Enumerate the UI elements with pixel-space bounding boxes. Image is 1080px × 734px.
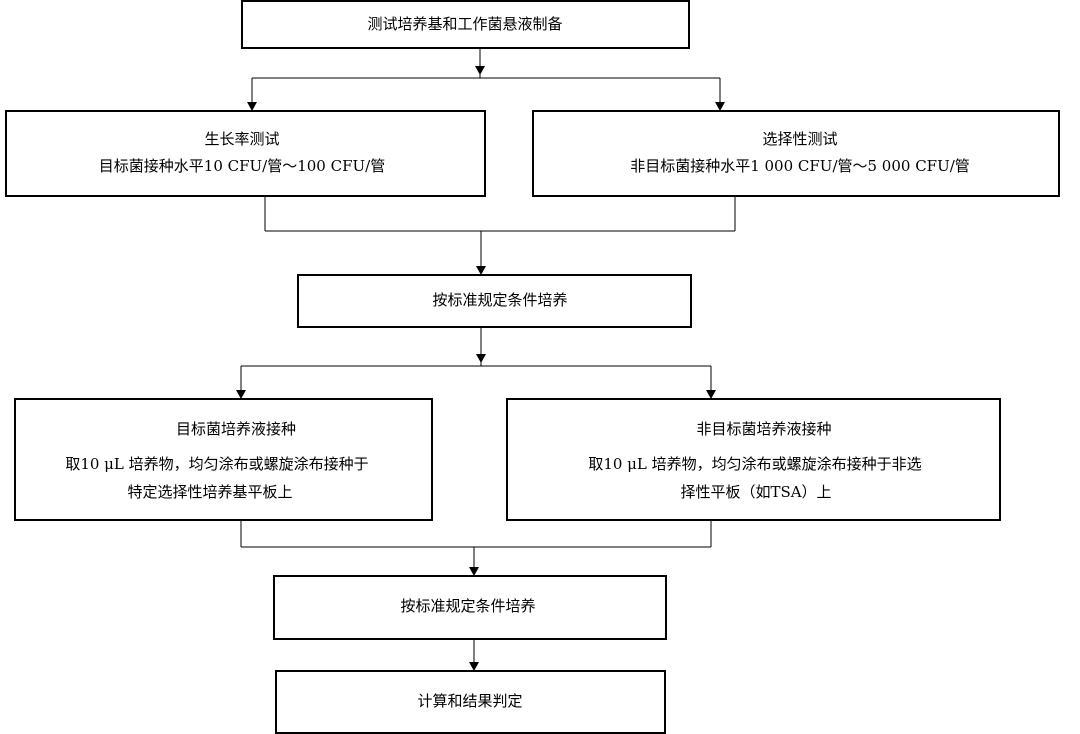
step-selectivity-title: 选择性测试 [762,130,837,148]
step-nontarget-inoculation-box [506,398,1001,521]
step-target-inoculation-box [14,398,433,521]
step-nontarget-inoculation-line2: 择性平板（如TSA）上 [680,483,831,501]
step-prepare: 测试培养基和工作菌悬液制备 [241,0,690,49]
step-incubate-1-label: 按标准规定条件培养 [432,291,567,309]
step-incubate-1: 按标准规定条件培养 [297,274,692,328]
step-incubate-2-label: 按标准规定条件培养 [400,597,535,615]
step-growth: 生长率测试 目标菌接种水平10 CFU/管～100 CFU/管 [5,110,486,197]
step-incubate-2-box [273,575,667,640]
step-target-inoculation-line1: 取10 μL 培养物，均匀涂布或螺旋涂布接种于 [65,455,368,473]
step-result-label: 计算和结果判定 [417,692,522,710]
step-nontarget-inoculation-title: 非目标菌培养液接种 [696,420,831,438]
step-incubate-1-box [297,274,692,328]
connectors [236,48,736,671]
step-growth-title: 生长率测试 [204,130,279,148]
arrow-to-selectivity [715,102,725,111]
step-nontarget-inoculation: 非目标菌培养液接种 取10 μL 培养物，均匀涂布或螺旋涂布接种于非选 择性平板… [506,398,1001,521]
step-nontarget-inoculation-line1: 取10 μL 培养物，均匀涂布或螺旋涂布接种于非选 [588,455,921,473]
arrow-incubate-1-down [476,354,486,363]
arrow-to-incubate-1 [476,266,486,275]
step-growth-box [5,110,486,197]
step-result: 计算和结果判定 [275,670,666,734]
arrow-to-growth [247,102,257,111]
step-incubate-2: 按标准规定条件培养 [273,575,667,640]
step-selectivity: 选择性测试 非目标菌接种水平1 000 CFU/管～5 000 CFU/管 [532,110,1060,197]
step-selectivity-detail: 非目标菌接种水平1 000 CFU/管～5 000 CFU/管 [630,157,970,175]
step-target-inoculation-line2: 特定选择性培养基平板上 [127,483,292,501]
step-target-inoculation: 目标菌培养液接种 取10 μL 培养物，均匀涂布或螺旋涂布接种于 特定选择性培养… [14,398,433,521]
step-prepare-box [241,0,690,49]
step-growth-detail: 目标菌接种水平10 CFU/管～100 CFU/管 [99,157,385,175]
step-result-box [275,670,666,734]
step-target-inoculation-title: 目标菌培养液接种 [176,420,296,438]
arrow-to-result [469,662,479,671]
arrow-prepare-down [475,66,485,75]
arrow-to-incubate-2 [469,567,479,576]
arrow-to-nontarget [706,390,716,399]
step-prepare-label: 测试培养基和工作菌悬液制备 [367,15,562,33]
arrow-to-target [236,390,246,399]
step-selectivity-box [532,110,1060,197]
